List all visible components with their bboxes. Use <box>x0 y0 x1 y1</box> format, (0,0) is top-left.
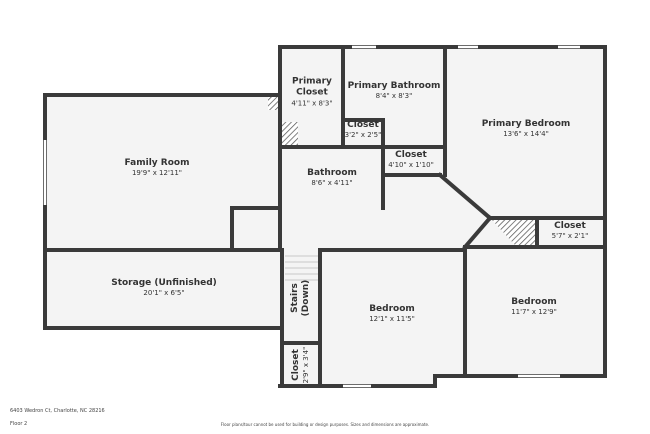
room-closet-hall: Closet 4'10" x 1'10" <box>388 150 434 170</box>
floor-area <box>45 47 605 386</box>
room-closet-bath: Closet 3'2" x 2'5" <box>345 120 382 140</box>
room-dimensions: 8'4" x 8'3" <box>375 92 413 101</box>
hatched-chase <box>268 96 278 110</box>
room-name: Primary Bedroom <box>481 119 571 129</box>
room-dimensions: 19'9" x 12'11" <box>131 169 183 178</box>
room-name: Storage (Unfinished) <box>111 278 217 288</box>
room-dimensions: 20'1" x 6'5" <box>143 289 185 298</box>
room-name: Stairs (Down) <box>289 279 311 317</box>
room-bedroom-2: Bedroom 11'7" x 12'9" <box>511 297 557 317</box>
room-primary-closet: Primary Closet 4'11" x 8'3" <box>282 76 342 107</box>
room-dimensions: 13'6" x 14'4" <box>503 130 549 139</box>
room-name: Closet <box>347 120 379 130</box>
room-dimensions: 3'2" x 2'5" <box>344 131 382 140</box>
walls <box>43 45 607 388</box>
room-stairs: Stairs (Down) <box>290 273 313 323</box>
room-primary-bedroom: Primary Bedroom 13'6" x 14'4" <box>482 119 571 139</box>
disclaimer: Floor plans/tour cannot be used for buil… <box>220 422 430 427</box>
room-name: Bedroom <box>511 297 557 307</box>
stairs <box>285 255 318 281</box>
windows <box>43 45 580 388</box>
room-name: Closet <box>395 150 427 160</box>
room-primary-bathroom: Primary Bathroom 8'4" x 8'3" <box>348 81 441 101</box>
hatched-chase <box>492 220 535 245</box>
room-closet-bedroom: Closet 5'7" x 2'1" <box>552 221 589 241</box>
address: 6403 Wedron Ct, Charlotte, NC 28216 <box>10 408 105 414</box>
room-name: Closet <box>554 221 586 231</box>
room-name: Bathroom <box>307 168 357 178</box>
room-family-room: Family Room 19'9" x 12'11" <box>125 158 190 178</box>
room-dimensions: 4'10" x 1'10" <box>388 161 434 170</box>
room-closet-stairs: Closet 2'9" x 3'4" <box>291 347 311 384</box>
room-name: Bedroom <box>369 304 415 314</box>
floor-label: Floor 2 <box>10 421 28 427</box>
room-dimensions: 4'11" x 8'3" <box>291 98 333 107</box>
room-dimensions: 5'7" x 2'1" <box>551 232 589 241</box>
hatched-chase <box>282 122 298 146</box>
room-name: Primary Bathroom <box>347 81 441 91</box>
room-dimensions: 2'9" x 3'4" <box>302 346 311 384</box>
room-bedroom-1: Bedroom 12'1" x 11'5" <box>369 304 415 324</box>
room-dimensions: 11'7" x 12'9" <box>511 308 557 317</box>
room-dimensions: 12'1" x 11'5" <box>369 315 415 324</box>
room-name: Closet <box>291 349 301 381</box>
room-bathroom: Bathroom 8'6" x 4'11" <box>307 168 357 188</box>
room-name: Primary Closet <box>292 76 332 98</box>
room-dimensions: 8'6" x 4'11" <box>311 179 353 188</box>
room-storage: Storage (Unfinished) 20'1" x 6'5" <box>111 278 217 298</box>
room-name: Family Room <box>124 158 190 168</box>
